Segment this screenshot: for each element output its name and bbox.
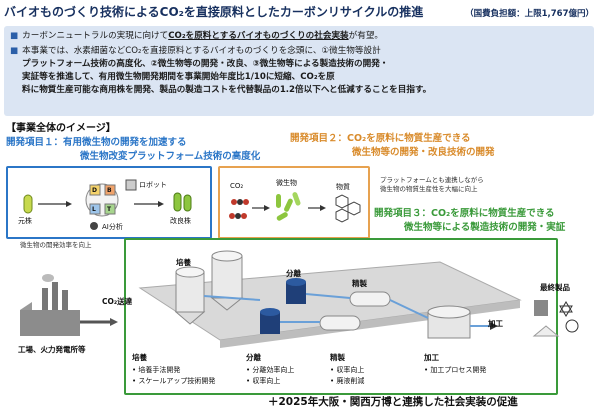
table-culture-item-1: • 培養手法開発 <box>132 366 181 374</box>
dbtl-b: B <box>107 187 112 194</box>
summary-box: ■カーボンニュートラルの実現に向けてCO₂を原料とするバイオものづくりの社会実装… <box>4 26 594 116</box>
summary-line-1: ■カーボンニュートラルの実現に向けてCO₂を原料とするバイオものづくりの社会実装… <box>10 30 588 43</box>
dbtl-d: D <box>92 187 97 194</box>
original-strain-label: 元株 <box>18 217 32 225</box>
factory-label: 工場、火力発電所等 <box>18 345 86 354</box>
dev1-line2: 微生物改変プラットフォーム技術の高度化 <box>80 151 261 162</box>
bullet-icon: ■ <box>10 31 19 41</box>
summary-line1-highlight: CO₂を原料とするバイオものづくりの社会実装 <box>168 31 349 41</box>
table-separation-title: 分離 <box>246 353 261 362</box>
platform-note: プラットフォームとも連携しながら 微生物の物質生産性を大幅に向上 <box>380 176 484 194</box>
co2-label: CO₂ <box>230 182 244 190</box>
table-culture-item-2: • スケールアップ技術開発 <box>132 377 216 385</box>
robot-label: ロボット <box>139 181 167 189</box>
table-culture-title: 培養 <box>132 353 147 362</box>
microbe-label: 微生物 <box>276 179 297 187</box>
improved-strain-label: 改良株 <box>170 217 191 225</box>
ai-label: AI分析 <box>102 223 123 231</box>
production-diagram <box>229 192 361 223</box>
bottom-note: ＋2025年大阪・関西万博と連携した社会実装の促進 <box>268 396 518 408</box>
summary-line1-pre: カーボンニュートラルの実現に向けて <box>22 31 169 41</box>
manufacturing-box <box>124 238 558 395</box>
table-purification-item-1: • 収率向上 <box>330 366 365 374</box>
efficiency-note: 微生物の開発効率を向上 <box>20 241 92 249</box>
dev3-line2: 微生物等による製造技術の開発・実証 <box>404 222 566 233</box>
final-product-label: 最終製品 <box>540 283 570 292</box>
platform-note-line2: 微生物の物質生産性を大幅に向上 <box>380 185 478 193</box>
summary-line-4: 実証等を推進して、有用微生物開発期間を事業開始年度比1/10に短縮、CO₂を原 <box>22 72 335 82</box>
factory-icon <box>20 274 80 336</box>
title-main: バイオものづくり技術によるCO₂を直接原料としたカーボンリサイクルの推進 <box>4 5 424 19</box>
dev-item-2: 開発項目２：CO₂を原料に物質生産できる 微生物等の開発・改良技術の開発 <box>290 132 495 160</box>
co2-supply-label: CO₂送達 <box>102 297 133 306</box>
processing-label: 加工 <box>488 319 503 328</box>
substance-molecule-icon <box>335 194 361 223</box>
separation-label: 分離 <box>286 269 301 278</box>
table-separation-item-1: • 分離効率向上 <box>246 366 295 374</box>
dev-item-1: 開発項目１：有用微生物の開発を加速する 微生物改変プラットフォーム技術の高度化 <box>6 136 260 164</box>
section-title: 【事業全体のイメージ】 <box>6 123 116 134</box>
dbtl-l: L <box>92 206 96 213</box>
culture-label: 培養 <box>176 258 191 267</box>
summary-line-2: ■本事業では、水素細菌などCO₂を直接原料とするバイオものづくりを念頭に、①微生… <box>10 45 588 58</box>
table-separation-item-2: • 収率向上 <box>246 377 281 385</box>
original-strain-icon <box>23 194 33 214</box>
summary-line2-text: 本事業では、水素細菌などCO₂を直接原料とするバイオものづくりを念頭に、①微生物… <box>22 46 381 56</box>
dev-item-3: 開発項目３：CO₂を原料に物質生産できる 微生物等による製造技術の開発・実証 <box>374 207 565 235</box>
table-processing-title: 加工 <box>424 353 439 362</box>
summary-line-3: プラットフォーム技術の高度化、②微生物等の開発・改良、③微生物等による製造技術の… <box>22 59 389 69</box>
table-processing-item-1: • 加工プロセス開発 <box>424 366 487 374</box>
microbe-production-box: CO₂ 微生物 物質 <box>218 166 370 239</box>
platform-diagram <box>23 179 192 230</box>
dev1-line1: 開発項目１：有用微生物の開発を加速する <box>6 137 187 148</box>
table-purification-title: 精製 <box>330 353 345 362</box>
title-budget: （国費負担額：上限1,767億円） <box>465 9 594 19</box>
bullet-icon: ■ <box>10 46 19 56</box>
page-title: バイオものづくり技術によるCO₂を直接原料としたカーボンリサイクルの推進 （国費… <box>4 3 596 25</box>
table-purification-item-2: • 廃液削減 <box>330 377 365 385</box>
co2-molecule-icon <box>229 199 249 219</box>
platform-note-line1: プラットフォームとも連携しながら <box>380 176 484 184</box>
ai-icon <box>90 222 98 230</box>
dbtl-t: T <box>107 206 112 213</box>
summary-line1-post: が有望。 <box>348 31 384 41</box>
platform-box: D B L T ロボット AI分析 元株 改良株 <box>6 166 212 239</box>
summary-line-5: 料に物質生産可能な商用株を開発、製品の製造コストを代替製品の1.2倍以下へと低減… <box>22 85 432 95</box>
substance-label: 物質 <box>336 183 350 191</box>
microbe-icon <box>276 192 301 221</box>
dev2-line1: 開発項目２：CO₂を原料に物質生産できる <box>290 133 471 144</box>
purification-label: 精製 <box>352 279 367 288</box>
dev2-line2: 微生物等の開発・改良技術の開発 <box>352 147 495 158</box>
improved-strain-icon <box>173 192 182 212</box>
dev3-line1: 開発項目３：CO₂を原料に物質生産できる <box>374 208 555 219</box>
robot-icon <box>125 179 137 191</box>
